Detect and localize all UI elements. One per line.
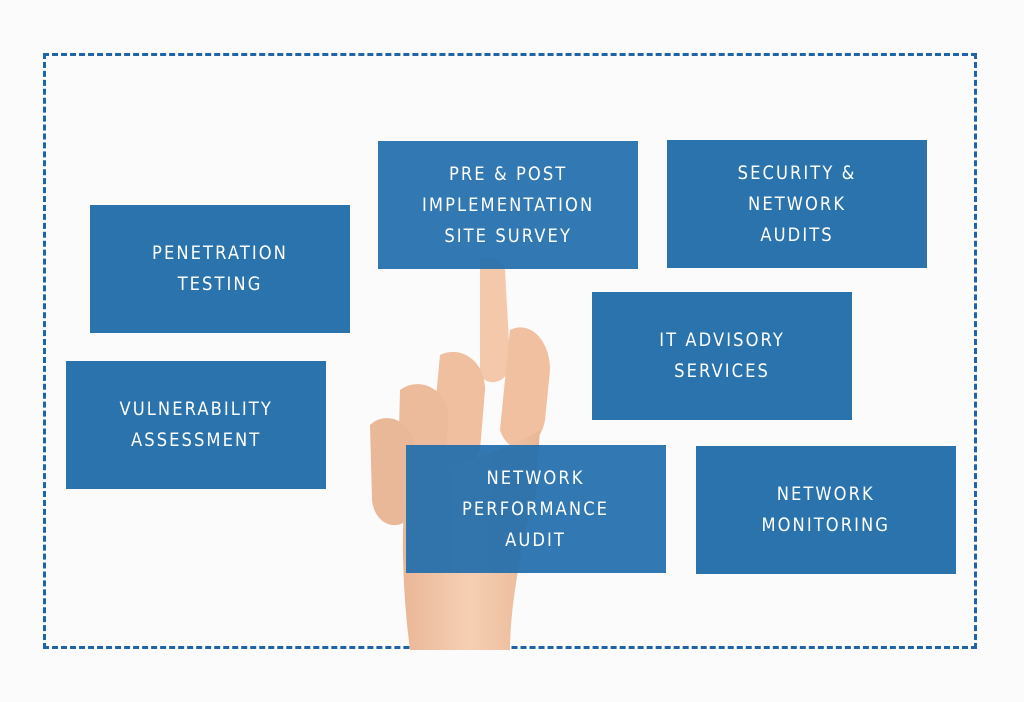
tile-label: PRE & POST IMPLEMENTATION SITE SURVEY: [421, 162, 595, 247]
tile-label: SECURITY & NETWORK AUDITS: [737, 161, 857, 246]
tile-label: VULNERABILITY ASSESSMENT: [119, 398, 273, 451]
tile-label: PENETRATION TESTING: [152, 242, 288, 295]
tile-vulnerability-assessment: VULNERABILITY ASSESSMENT: [66, 361, 326, 489]
tile-security-network-audits: SECURITY & NETWORK AUDITS: [667, 140, 927, 268]
tile-pre-post-implementation-site-survey: PRE & POST IMPLEMENTATION SITE SURVEY: [378, 141, 638, 269]
tile-network-monitoring: NETWORK MONITORING: [696, 446, 956, 574]
tile-network-performance-audit: NETWORK PERFORMANCE AUDIT: [406, 445, 666, 573]
tile-label: IT ADVISORY SERVICES: [659, 329, 785, 382]
tile-label: NETWORK MONITORING: [761, 483, 891, 536]
tile-it-advisory-services: IT ADVISORY SERVICES: [592, 292, 852, 420]
tile-label: NETWORK PERFORMANCE AUDIT: [462, 466, 610, 551]
tile-penetration-testing: PENETRATION TESTING: [90, 205, 350, 333]
